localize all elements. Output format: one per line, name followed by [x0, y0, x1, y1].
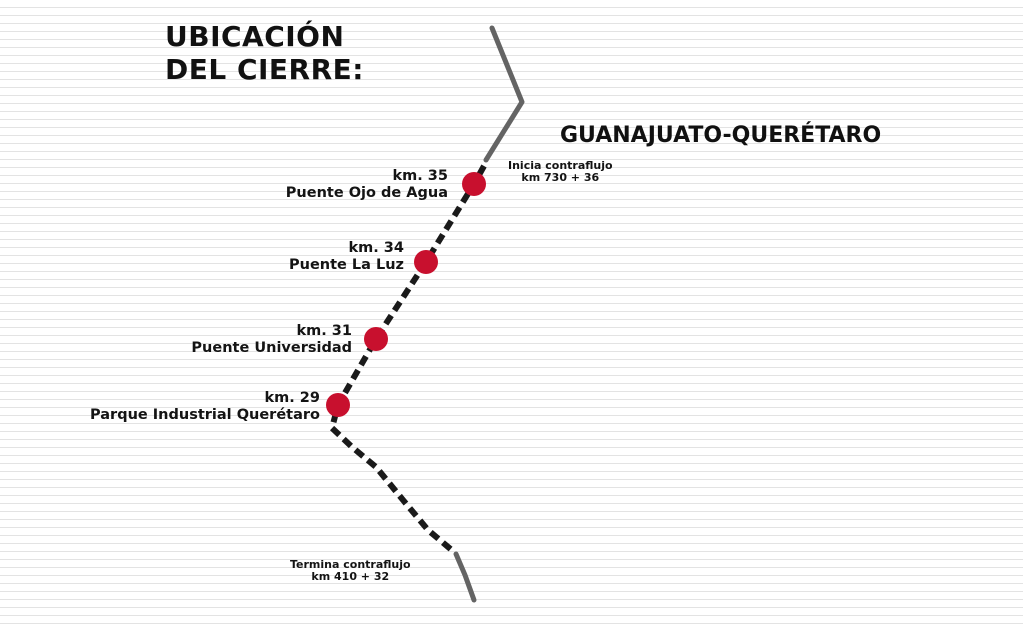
stop-km: km. 31: [296, 323, 353, 339]
stop-km: km. 34: [348, 240, 405, 256]
stop-km: km. 35: [392, 168, 449, 184]
contraflow-start-note: Inicia contraflujo km 730 + 36: [508, 160, 613, 184]
stop-marker-km31: [364, 327, 388, 351]
stop-label-km31: km. 31 Puente Universidad: [191, 323, 352, 357]
route-name: GUANAJUATO-QUERÉTARO: [560, 123, 882, 148]
contraflow-end-note: Termina contraflujo km 410 + 32: [290, 559, 411, 583]
stop-marker-km34: [414, 250, 438, 274]
road-segment-south: [453, 551, 477, 603]
note-line-1: Termina contraflujo: [290, 558, 411, 571]
stop-label-km34: km. 34 Puente La Luz: [289, 240, 404, 274]
note-line-1: Inicia contraflujo: [508, 159, 613, 172]
stop-name: Parque Industrial Querétaro: [90, 407, 320, 423]
stop-label-km35: km. 35 Puente Ojo de Agua: [286, 168, 448, 202]
title-line-2: DEL CIERRE:: [165, 53, 364, 86]
title-line-1: UBICACIÓN: [165, 20, 345, 53]
stop-name: Puente Ojo de Agua: [285, 185, 448, 201]
stop-label-km29: km. 29 Parque Industrial Querétaro: [90, 390, 320, 424]
page-title: UBICACIÓN DEL CIERRE:: [165, 20, 364, 86]
note-line-2: km 410 + 32: [311, 570, 390, 583]
stop-marker-km35: [462, 172, 486, 196]
stop-km: km. 29: [264, 390, 321, 406]
stop-marker-km29: [326, 393, 350, 417]
note-line-2: km 730 + 36: [521, 171, 600, 184]
road-segment-north: [483, 25, 525, 163]
stop-name: Puente Universidad: [191, 340, 352, 356]
stop-name: Puente La Luz: [289, 257, 404, 273]
contraflow-route: [329, 164, 487, 555]
